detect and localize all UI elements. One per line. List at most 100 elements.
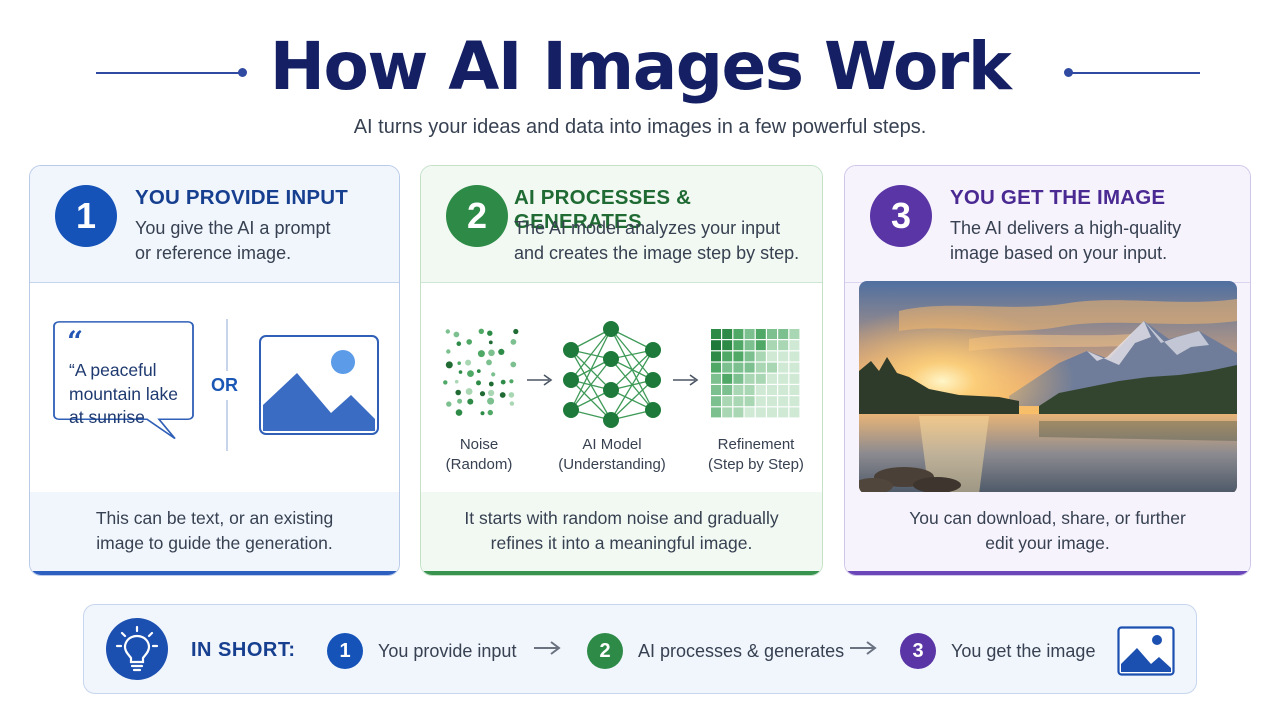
noise-dot xyxy=(445,361,453,369)
step-card-input: 1 YOU PROVIDE INPUT You give the AI a pr… xyxy=(29,165,400,576)
grid-cell xyxy=(722,329,733,339)
footer-line: edit your image. xyxy=(985,533,1110,553)
noise-dot xyxy=(509,401,515,406)
grid-cell xyxy=(755,340,766,351)
generated-landscape-image xyxy=(859,281,1237,494)
grid-cell xyxy=(755,362,766,373)
image-icon xyxy=(1117,626,1175,676)
network-node xyxy=(645,402,661,418)
grid-cell xyxy=(744,385,755,395)
grid-cell xyxy=(711,407,721,418)
grid-cell xyxy=(767,362,777,373)
title-decoration-dot-left xyxy=(238,68,247,77)
step-description: You give the AI a prompt or reference im… xyxy=(135,216,399,266)
prompt-line: “A peaceful xyxy=(69,360,157,380)
grid-cell xyxy=(778,396,789,407)
noise-dot xyxy=(476,369,481,373)
grid-cell xyxy=(789,351,800,362)
grid-cell xyxy=(744,351,755,362)
step-card-process: 2 AI PROCESSES & GENERATES The AI model … xyxy=(420,165,823,576)
arrow-right-icon xyxy=(673,374,699,386)
grid-cell xyxy=(744,340,755,351)
grid-cell xyxy=(778,329,789,339)
description-line: and creates the image step by step. xyxy=(514,243,800,263)
noise-dot xyxy=(453,331,460,338)
noise-dot xyxy=(446,349,451,354)
reference-image-icon xyxy=(259,335,379,435)
grid-cell xyxy=(767,329,777,339)
grid-cell xyxy=(733,396,744,407)
grid-cell xyxy=(733,351,744,362)
grid-cell xyxy=(755,385,766,395)
grid-cell xyxy=(722,407,733,418)
noise-dot xyxy=(479,391,486,397)
prompt-text: “A peaceful mountain lake at sunrise xyxy=(69,360,183,427)
grid-cell xyxy=(778,407,789,418)
noise-dot xyxy=(487,409,493,416)
grid-cell xyxy=(744,362,755,373)
card-accent-bar xyxy=(30,571,399,575)
summary-step-badge: 1 xyxy=(327,633,363,669)
noise-dot xyxy=(454,379,459,384)
summary-step-text: You get the image xyxy=(951,641,1096,661)
process-diagram xyxy=(443,321,800,428)
noise-dot xyxy=(488,381,494,387)
step-footer: It starts with random noise and graduall… xyxy=(421,492,822,575)
stage-name: Noise xyxy=(459,436,499,453)
description-line: or reference image. xyxy=(135,243,292,263)
noise-dot xyxy=(477,350,485,358)
grid-cell xyxy=(733,362,744,373)
title-decoration-left xyxy=(96,72,242,74)
grid-cell xyxy=(711,373,721,384)
grid-cell xyxy=(733,373,744,384)
neural-network-icon xyxy=(563,321,661,428)
network-node xyxy=(603,412,619,428)
step-number-badge: 2 xyxy=(446,185,508,247)
summary-bar: IN SHORT: 1 You provide input 2 AI proce… xyxy=(83,604,1197,694)
step-description: The AI delivers a high-quality image bas… xyxy=(950,216,1250,266)
noise-dot xyxy=(455,409,463,416)
step-card-header: 2 AI PROCESSES & GENERATES The AI model … xyxy=(421,166,822,283)
grid-cell xyxy=(778,340,789,351)
noise-dot xyxy=(480,411,485,416)
noise-dot xyxy=(491,372,496,377)
noise-dot xyxy=(487,330,493,336)
grid-cell xyxy=(755,396,766,407)
grid-cell xyxy=(722,396,733,407)
prompt-line: at sunrise xyxy=(69,407,145,427)
page-title: How AI Images Work xyxy=(269,28,1012,105)
summary-step-text: AI processes & generates xyxy=(638,641,845,661)
network-node xyxy=(603,382,619,398)
stage-sub: (Random) xyxy=(445,456,513,473)
grid-cell xyxy=(711,362,721,373)
grid-cell xyxy=(711,385,721,395)
grid-cell xyxy=(744,329,755,339)
grid-cell xyxy=(733,385,744,395)
grid-cell xyxy=(789,340,800,351)
grid-cell xyxy=(755,351,766,362)
noise-dot xyxy=(499,392,506,398)
noise-dot xyxy=(457,398,463,404)
footer-line: refines it into a meaningful image. xyxy=(490,533,753,553)
page-subtitle: AI turns your ideas and data into images… xyxy=(353,116,927,138)
grid-cell xyxy=(767,407,777,418)
grid-cell xyxy=(755,373,766,384)
grid-cell xyxy=(722,362,733,373)
noise-dot xyxy=(510,361,517,368)
divider xyxy=(421,282,822,283)
step-visual: Noise (Random) AI Model (Understanding) … xyxy=(421,283,822,492)
noise-dot xyxy=(445,329,450,334)
noise-dot xyxy=(508,392,515,398)
grid-cell xyxy=(789,396,800,407)
stage-label-noise: Noise (Random) xyxy=(439,435,519,475)
noise-dot xyxy=(488,349,495,357)
noise-dot xyxy=(500,379,506,385)
noise-dot xyxy=(457,361,461,365)
grid-cell xyxy=(722,340,733,351)
step-number-badge: 1 xyxy=(55,185,117,247)
step-title: YOU GET THE IMAGE xyxy=(950,186,1166,209)
network-node xyxy=(563,402,579,418)
grid-cell xyxy=(767,385,777,395)
network-node xyxy=(563,372,579,388)
footer-line: You can download, share, or further xyxy=(909,508,1186,528)
